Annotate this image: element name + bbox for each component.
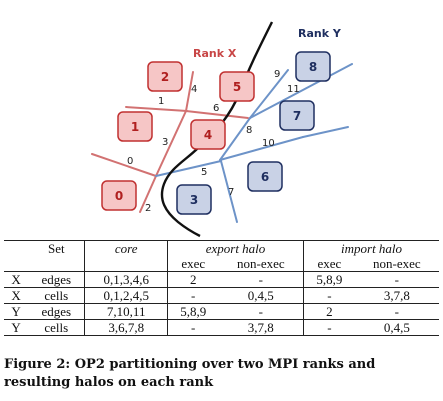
row-import-exec: - — [303, 287, 355, 304]
import-nonexec-header: non-exec — [354, 256, 439, 272]
edge-label-0: 0 — [127, 156, 133, 167]
edge-label-1: 1 — [158, 96, 164, 107]
edge-9 — [249, 69, 289, 119]
row-import-exec: - — [303, 319, 355, 336]
cell-4-label: 4 — [204, 128, 212, 142]
import-halo-header: import halo — [303, 240, 439, 256]
edge-label-7: 7 — [228, 187, 234, 198]
cell-6-box — [247, 161, 283, 192]
table-row: Y cells 3,6,7,8 - 3,7,8 - 0,4,5 — [4, 319, 439, 336]
row-set: edges — [28, 271, 85, 288]
table-row: X cells 0,1,2,4,5 - 0,4,5 - 3,7,8 — [4, 287, 439, 304]
row-import-nonexec: - — [354, 303, 439, 320]
edge-10b — [302, 126, 349, 138]
halo-table-container: Set core export halo import halo exec no… — [4, 240, 439, 336]
cell-2-label: 2 — [161, 70, 169, 84]
rank-col-header — [4, 240, 29, 256]
row-import-exec: 2 — [303, 303, 355, 320]
row-rank: X — [4, 287, 29, 304]
edge-11 — [249, 63, 353, 119]
row-export-nonexec: - — [218, 271, 304, 288]
row-set: edges — [28, 303, 85, 320]
row-export-nonexec: - — [218, 303, 304, 320]
row-import-nonexec: 0,4,5 — [354, 319, 439, 336]
row-rank: Y — [4, 319, 29, 336]
edge-1 — [125, 106, 188, 112]
figure-caption: Figure 2: OP2 partitioning over two MPI … — [4, 356, 439, 392]
edge-label-5: 5 — [201, 167, 207, 178]
row-import-exec: 5,8,9 — [303, 271, 355, 288]
cell-4-box — [190, 119, 226, 150]
halo-table: Set core export halo import halo exec no… — [4, 240, 439, 336]
edge-0 — [91, 153, 157, 177]
caption-line-2: resulting halos on each rank — [4, 375, 214, 390]
row-export-exec: 2 — [166, 271, 219, 288]
rank-x-label: Rank X — [193, 47, 237, 60]
row-set: cells — [28, 287, 85, 304]
export-nonexec-header: non-exec — [218, 256, 304, 272]
set-col-header: Set — [28, 240, 85, 256]
row-export-exec: 5,8,9 — [166, 303, 219, 320]
row-rank: X — [4, 271, 29, 288]
table-header-row-2: exec non-exec exec non-exec — [4, 256, 439, 272]
export-exec-header: exec — [166, 256, 219, 272]
edge-label-6: 6 — [213, 103, 219, 114]
row-export-exec: - — [166, 287, 219, 304]
row-set: cells — [28, 319, 85, 336]
row-core: 7,10,11 — [84, 303, 168, 320]
partition-diagram: Rank X Rank Y 0 1 2 3 4 5 6 7 8 0 1 2 — [91, 21, 353, 238]
row-import-nonexec: 3,7,8 — [354, 287, 439, 304]
row-core: 0,1,2,4,5 — [84, 287, 168, 304]
row-core: 0,1,3,4,6 — [84, 271, 168, 288]
edge-10 — [219, 136, 304, 161]
cell-0-label: 0 — [115, 189, 123, 203]
cell-5-box — [219, 71, 255, 102]
cell-1-box — [117, 111, 153, 142]
edge-3 — [155, 110, 187, 177]
caption-line-1: Figure 2: OP2 partitioning over two MPI … — [4, 357, 376, 372]
edge-5 — [155, 160, 222, 177]
row-import-nonexec: - — [354, 271, 439, 288]
edge-4 — [185, 71, 194, 112]
edge-6 — [185, 110, 249, 119]
cell-2-box — [147, 61, 183, 92]
core-col-header: core — [84, 240, 168, 256]
cell-3-label: 3 — [190, 193, 198, 207]
row-export-nonexec: 3,7,8 — [218, 319, 304, 336]
table-row: Y edges 7,10,11 5,8,9 - 2 - — [4, 303, 439, 320]
cell-8-label: 8 — [309, 60, 317, 74]
edge-label-4: 4 — [191, 84, 197, 95]
cell-1-label: 1 — [131, 120, 139, 134]
edge-label-9: 9 — [274, 69, 280, 80]
edge-label-8: 8 — [246, 125, 252, 136]
edge-label-11: 11 — [287, 84, 300, 95]
export-halo-header: export halo — [166, 240, 304, 256]
cell-7-box — [279, 100, 315, 131]
cell-5-label: 5 — [233, 80, 241, 94]
cell-6-label: 6 — [261, 170, 269, 184]
rank-x-edges — [91, 71, 249, 213]
rank-y-label: Rank Y — [298, 27, 342, 40]
edge-label-2: 2 — [145, 203, 151, 214]
partition-figure: Rank X Rank Y 0 1 2 3 4 5 6 7 8 0 1 2 — [91, 21, 353, 238]
cell-8-box — [295, 51, 331, 82]
cell-0-box — [101, 180, 137, 211]
cell-3-box — [176, 184, 212, 215]
cell-7-label: 7 — [293, 109, 301, 123]
table-row: X edges 0,1,3,4,6 2 - 5,8,9 - — [4, 271, 439, 288]
edge-label-3: 3 — [162, 137, 168, 148]
table-header-row-1: Set core export halo import halo — [4, 240, 439, 256]
edge-label-10: 10 — [262, 138, 275, 149]
rank-y-edges — [155, 63, 353, 223]
row-rank: Y — [4, 303, 29, 320]
edge-7 — [220, 160, 238, 223]
row-core: 3,6,7,8 — [84, 319, 168, 336]
import-exec-header: exec — [303, 256, 355, 272]
row-export-exec: - — [166, 319, 219, 336]
edge-2 — [139, 175, 157, 213]
row-export-nonexec: 0,4,5 — [218, 287, 304, 304]
edge-8 — [219, 117, 251, 161]
